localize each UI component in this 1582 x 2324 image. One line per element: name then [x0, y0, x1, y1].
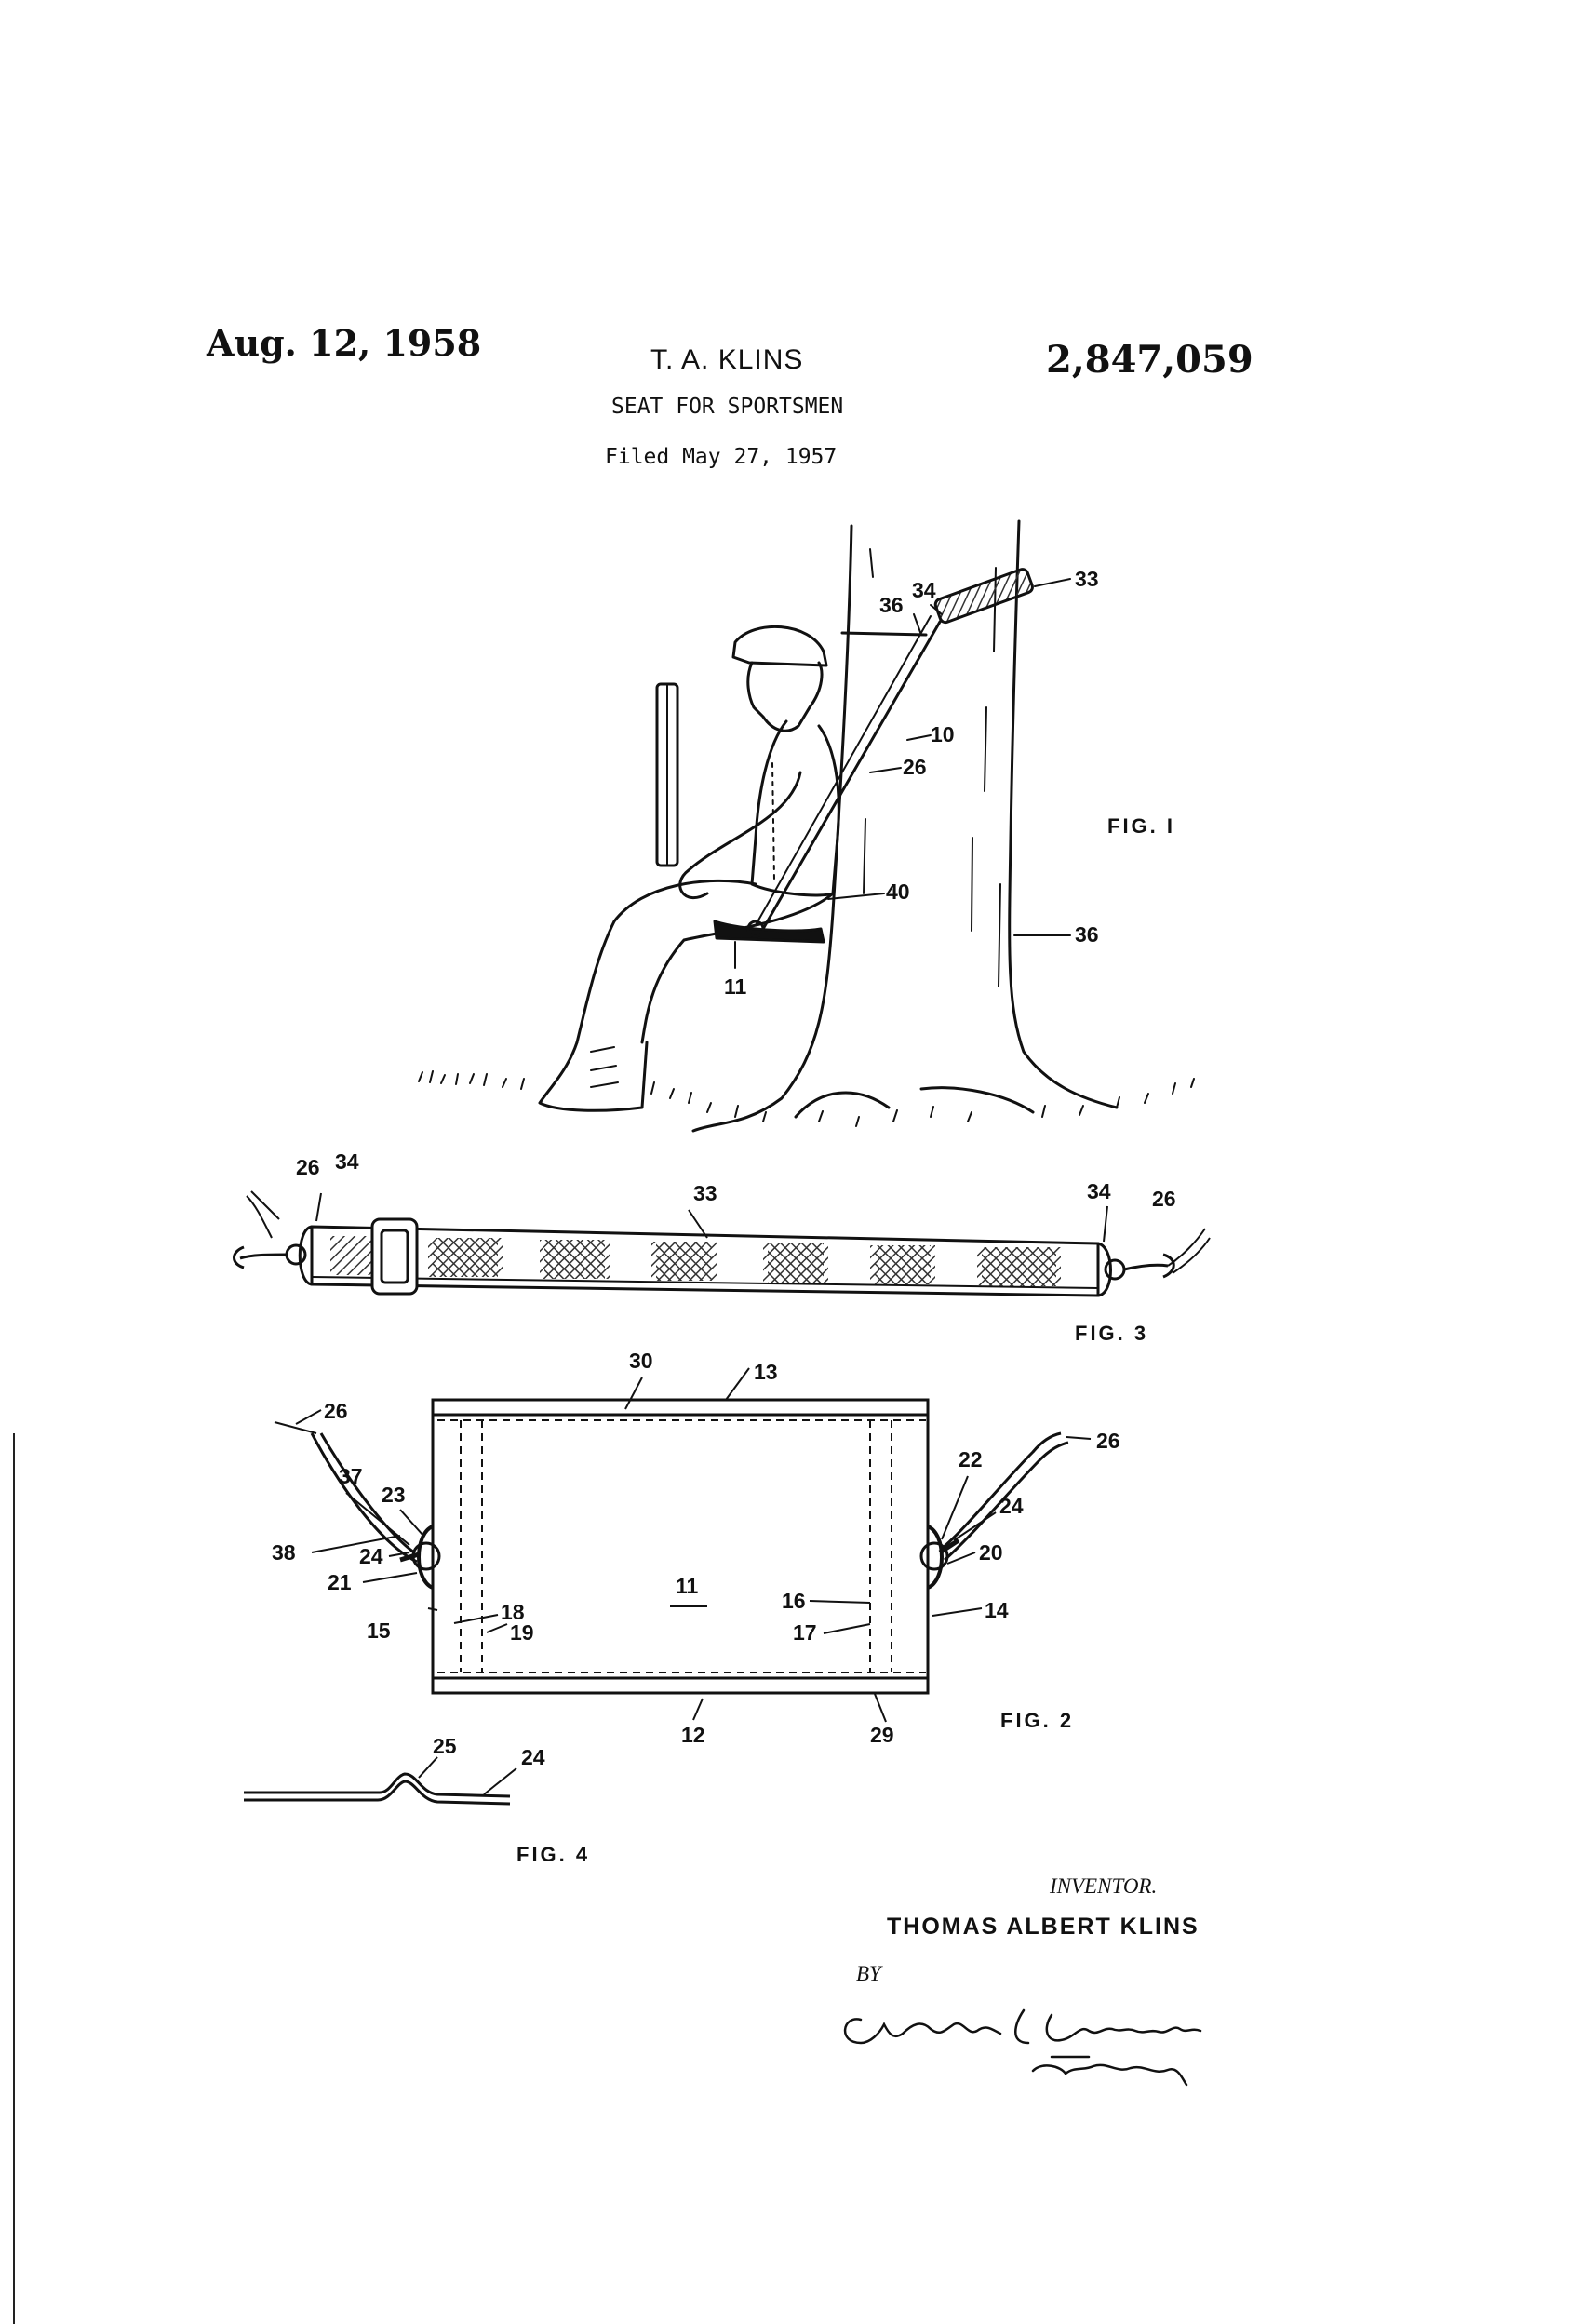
ref-fig1-136: 36 — [879, 593, 904, 617]
ref-fig2-24-right: 24 — [999, 1494, 1024, 1518]
hunter-cap — [731, 625, 828, 667]
hunter-legs — [575, 879, 835, 1044]
hunter-body — [750, 719, 840, 897]
seat-panel-11 — [431, 1398, 930, 1695]
ref-fig2-17: 17 — [793, 1620, 817, 1645]
inventor-label: INVENTOR. — [1050, 1874, 1158, 1898]
wire-24 — [244, 1772, 511, 1798]
ref-fig2-15: 15 — [367, 1619, 391, 1643]
filed-date: Filed May 27, 1957 — [605, 445, 838, 469]
ref-fig2-26-left: 26 — [324, 1399, 348, 1423]
inventor-full-name: THOMAS ALBERT KLINS — [887, 1914, 1200, 1940]
cord-26-fig1 — [761, 620, 942, 931]
seat-11-fig1 — [713, 920, 825, 944]
tree-trunk — [691, 524, 853, 1133]
right-cord-26 — [941, 1431, 1062, 1551]
ref-fig1-34: 34 — [912, 578, 936, 602]
strap-left-clip — [298, 1225, 313, 1286]
fig3-strap — [233, 1190, 1211, 1297]
fig2-seat — [274, 1367, 1092, 1723]
fig2-label: FIG. 2 — [1000, 1709, 1074, 1732]
left-grommet — [417, 1525, 435, 1590]
ref-fig2-24-left: 24 — [359, 1544, 383, 1568]
ref-fig2-21: 21 — [328, 1570, 352, 1594]
by-label: BY — [856, 1962, 881, 1985]
ref-fig2-19: 19 — [510, 1620, 534, 1645]
ref-fig1-10: 10 — [931, 722, 955, 746]
rope-36 — [840, 631, 928, 637]
patent-title: SEAT FOR SPORTSMEN — [611, 395, 844, 419]
strap-33-fig1 — [933, 568, 1034, 625]
fig1-illustration — [418, 519, 1195, 1133]
ref-fig3-26-right: 26 — [1152, 1187, 1176, 1211]
fig4-label: FIG. 4 — [516, 1843, 590, 1866]
ref-fig3-34-right: 34 — [1087, 1179, 1111, 1203]
ref-fig1-36: 36 — [1075, 922, 1099, 947]
tree-root-2 — [919, 1086, 1035, 1114]
tree-root — [794, 1091, 891, 1119]
scan-edge-line — [13, 1433, 15, 2324]
ref-fig3-26-left: 26 — [296, 1155, 320, 1179]
patent-number: 2,847,059 — [1046, 338, 1254, 382]
ref-fig3-33: 33 — [693, 1181, 717, 1205]
ref-fig2-26-right: 26 — [1096, 1429, 1120, 1453]
ref-fig2-13: 13 — [754, 1360, 778, 1384]
fig4-wire — [244, 1756, 517, 1806]
ref-fig2-29: 29 — [870, 1723, 894, 1747]
strap-right-clip — [1097, 1242, 1112, 1297]
ref-fig2-22: 22 — [959, 1447, 983, 1471]
hunter-head — [746, 661, 824, 732]
ref-fig2-12: 12 — [681, 1723, 705, 1747]
grass — [418, 1070, 1195, 1127]
fig3-label: FIG. 3 — [1075, 1322, 1148, 1345]
ref-fig2-16: 16 — [782, 1589, 806, 1613]
ref-fig3-34-left: 34 — [335, 1149, 359, 1174]
ref-fig2-37: 37 — [339, 1464, 363, 1488]
ref-fig2-11: 11 — [676, 1574, 699, 1598]
attorney-signature — [843, 2008, 1202, 2087]
strap-buckle — [370, 1217, 419, 1296]
ref-fig2-23: 23 — [382, 1483, 406, 1507]
hunter-boots — [538, 1041, 649, 1112]
ref-fig2-18: 18 — [501, 1600, 525, 1624]
right-grommet — [926, 1525, 944, 1590]
ref-fig2-30: 30 — [629, 1349, 653, 1373]
patent-date: Aug. 12, 1958 — [207, 322, 482, 364]
ref-fig1-26: 26 — [903, 755, 927, 779]
inventor-short-name: T. A. KLINS — [650, 344, 804, 375]
ref-fig1-33: 33 — [1075, 567, 1099, 591]
hunter-arm — [678, 771, 802, 900]
ref-fig4-25: 25 — [433, 1734, 457, 1758]
ref-fig2-38: 38 — [272, 1540, 296, 1565]
ref-fig1-40: 40 — [886, 880, 910, 904]
tree-trunk-right — [1008, 519, 1119, 1109]
ref-fig4-24: 24 — [521, 1745, 545, 1769]
ref-fig2-20: 20 — [979, 1540, 1003, 1565]
left-cord-26 — [319, 1432, 415, 1554]
fig1-label: FIG. I — [1107, 814, 1175, 838]
ref-fig1-11: 11 — [724, 974, 747, 999]
ref-fig2-14: 14 — [985, 1598, 1009, 1622]
